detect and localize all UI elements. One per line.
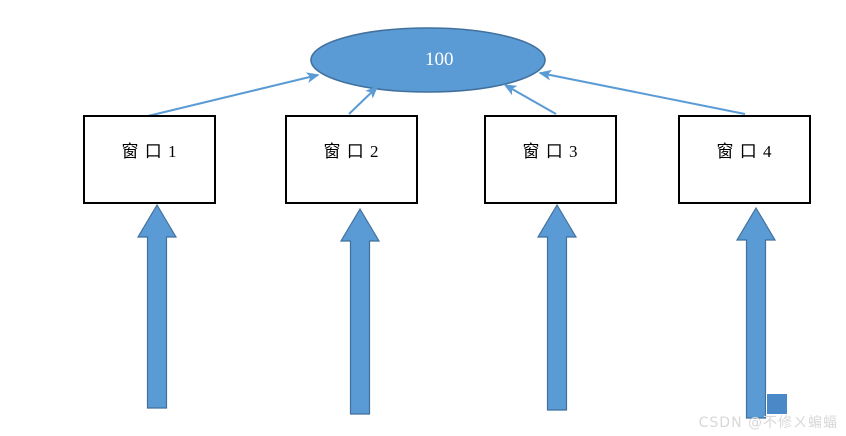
arrow-window-3-to-hub bbox=[503, 84, 557, 115]
block-arrow-window-2 bbox=[339, 207, 381, 415]
node-window-3-label: 窗 口 3 bbox=[522, 142, 579, 161]
node-window-4-label: 窗 口 4 bbox=[716, 142, 773, 161]
node-window-1[interactable]: 窗 口 1 bbox=[83, 115, 216, 204]
watermark-text: CSDN @不修ㄨ蝙蝠 bbox=[698, 415, 838, 431]
block-arrow-window-4 bbox=[735, 206, 777, 419]
node-window-3[interactable]: 窗 口 3 bbox=[484, 115, 617, 204]
hub-ellipse bbox=[310, 27, 546, 93]
watermark-badge-icon bbox=[766, 393, 788, 415]
node-window-4[interactable]: 窗 口 4 bbox=[678, 115, 811, 204]
arrow-window-2-to-hub bbox=[348, 85, 379, 115]
node-window-2-label: 窗 口 2 bbox=[323, 142, 380, 161]
block-arrow-window-3 bbox=[536, 203, 578, 411]
node-window-1-label: 窗 口 1 bbox=[121, 142, 178, 161]
arrow-window-1-to-hub bbox=[147, 72, 320, 117]
arrow-window-4-to-hub bbox=[538, 69, 746, 115]
node-window-2[interactable]: 窗 口 2 bbox=[285, 115, 418, 204]
hub-label: 100 bbox=[425, 49, 454, 70]
block-arrow-window-1 bbox=[136, 203, 178, 409]
